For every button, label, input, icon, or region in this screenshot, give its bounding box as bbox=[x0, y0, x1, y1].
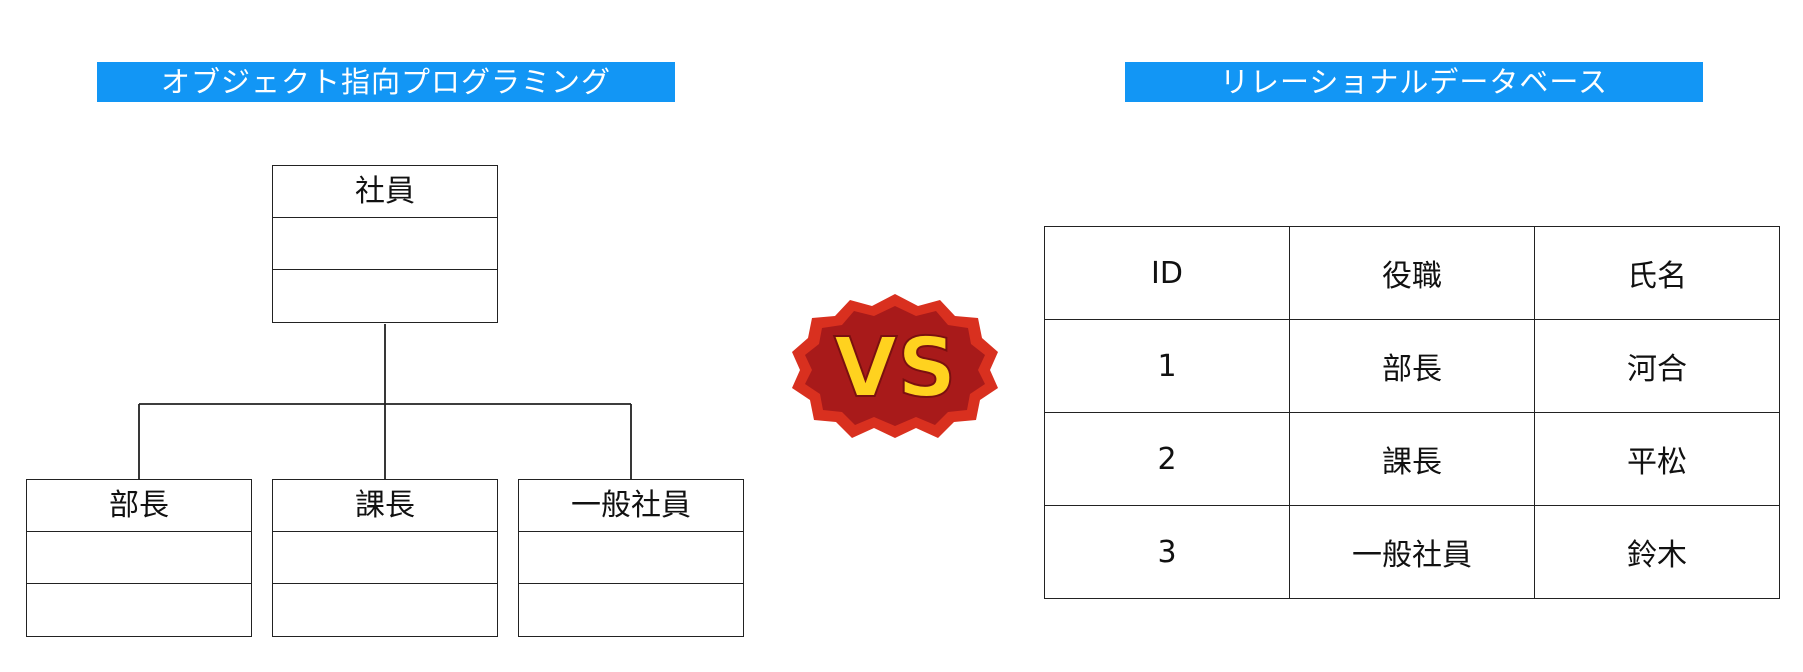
cell-position: 部長 bbox=[1289, 319, 1535, 413]
cell-position: 課長 bbox=[1289, 412, 1535, 506]
table-header-row: ID 役職 氏名 bbox=[1044, 226, 1780, 320]
column-header-id: ID bbox=[1044, 226, 1290, 320]
uml-methods-compartment bbox=[273, 270, 497, 322]
cell-id: 1 bbox=[1044, 319, 1290, 413]
vs-burst-inner bbox=[805, 306, 985, 426]
uml-methods-compartment bbox=[27, 584, 251, 636]
uml-class-general-staff: 一般社員 bbox=[518, 479, 744, 637]
uml-class-manager: 部長 bbox=[26, 479, 252, 637]
cell-position: 一般社員 bbox=[1289, 505, 1535, 599]
employee-table: ID 役職 氏名 1 部長 河合 2 課長 平松 3 一般社員 鈴木 bbox=[1044, 226, 1780, 599]
uml-class-name: 社員 bbox=[273, 166, 497, 218]
table-row: 1 部長 河合 bbox=[1044, 319, 1780, 413]
uml-methods-compartment bbox=[519, 584, 743, 636]
uml-attributes-compartment bbox=[519, 532, 743, 584]
uml-class-employee: 社員 bbox=[272, 165, 498, 323]
uml-attributes-compartment bbox=[27, 532, 251, 584]
column-header-position: 役職 bbox=[1289, 226, 1535, 320]
cell-name: 平松 bbox=[1534, 412, 1780, 506]
cell-name: 河合 bbox=[1534, 319, 1780, 413]
uml-class-name: 部長 bbox=[27, 480, 251, 532]
table-row: 3 一般社員 鈴木 bbox=[1044, 505, 1780, 599]
vs-burst-icon: VS bbox=[792, 294, 998, 438]
rdb-title-banner: リレーショナルデータベース bbox=[1125, 62, 1703, 102]
uml-methods-compartment bbox=[273, 584, 497, 636]
table-row: 2 課長 平松 bbox=[1044, 412, 1780, 506]
oop-title-banner: オブジェクト指向プログラミング bbox=[97, 62, 675, 102]
uml-class-section-chief: 課長 bbox=[272, 479, 498, 637]
uml-attributes-compartment bbox=[273, 532, 497, 584]
uml-class-name: 課長 bbox=[273, 480, 497, 532]
column-header-name: 氏名 bbox=[1534, 226, 1780, 320]
cell-id: 3 bbox=[1044, 505, 1290, 599]
uml-class-name: 一般社員 bbox=[519, 480, 743, 532]
cell-id: 2 bbox=[1044, 412, 1290, 506]
vs-label: VS bbox=[834, 321, 957, 416]
uml-attributes-compartment bbox=[273, 218, 497, 270]
cell-name: 鈴木 bbox=[1534, 505, 1780, 599]
